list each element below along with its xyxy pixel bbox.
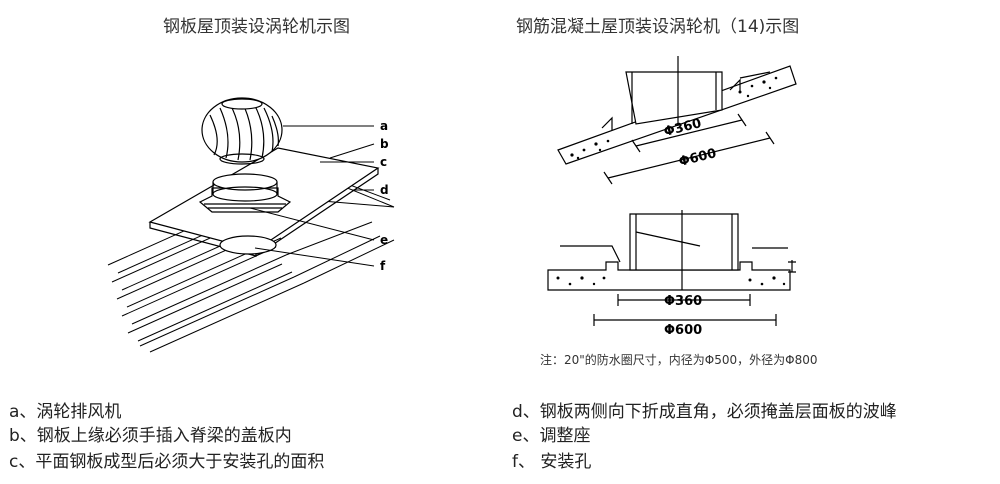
dim-bottom-inner: Φ360 [664, 294, 702, 309]
caption-f: f、 安装孔 [512, 452, 592, 472]
label-d: d [380, 183, 389, 197]
dim-top-outer: Φ600 [677, 146, 718, 170]
caption-c: c、平面钢板成型后必须大于安装孔的面积 [9, 452, 325, 472]
caption-a: a、涡轮排风机 [9, 402, 122, 422]
label-b: b [380, 137, 389, 151]
leader-lines [249, 125, 375, 267]
flat-aggregate-texture [556, 276, 786, 286]
label-f: f [380, 259, 386, 273]
caption-e: e、调整座 [512, 426, 591, 446]
label-a: a [380, 119, 388, 133]
right-diagram-title: 钢筋混凝土屋顶装设涡轮机（14)示图 [516, 17, 800, 37]
flat-slab [547, 261, 791, 291]
dim-bottom-outer: Φ600 [664, 323, 702, 338]
part-labels: a b c d e f [380, 119, 389, 273]
sloped-concrete-roof-diagram [557, 56, 797, 185]
aggregate-texture [570, 76, 778, 160]
steel-roof-diagram [107, 97, 395, 353]
waterproof-ring-note: 注：20"的防水圈尺寸，内径为Φ500，外径为Φ800 [540, 353, 818, 367]
label-e: e [380, 233, 388, 247]
caption-b: b、钢板上缘必须手插入脊梁的盖板内 [9, 426, 292, 446]
caption-d: d、钢板两侧向下折成直角，必须掩盖层面板的波峰 [512, 402, 897, 422]
label-c: c [380, 155, 387, 169]
left-diagram-title: 钢板屋顶装设涡轮机示图 [163, 17, 350, 37]
flat-concrete-roof-diagram [547, 210, 796, 326]
adjusting-base [198, 173, 292, 213]
installation-hole [219, 235, 277, 255]
turbine-ventilator [201, 97, 283, 165]
